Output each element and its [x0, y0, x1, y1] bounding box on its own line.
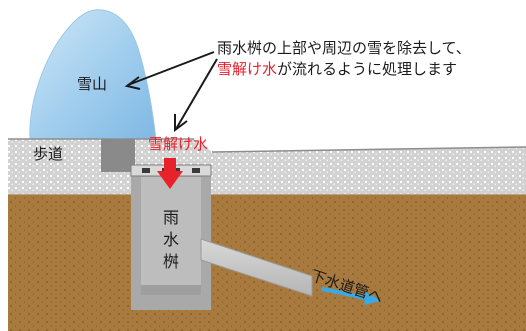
caption-line-2: が流れるように処理します: [277, 60, 458, 78]
callout-arrow-snow-mountain: [124, 51, 215, 90]
caption-highlight: 雪解け水: [217, 60, 278, 78]
drain-pipe: [200, 238, 313, 297]
label-snow-mountain: 雪山: [77, 75, 108, 93]
meltwater-arrow: [157, 158, 183, 189]
label-rain-inlet-char: 桝: [162, 252, 179, 271]
callout-arrow-inlet: [174, 58, 218, 132]
snow-mountain: [29, 9, 157, 141]
label-rain-inlet-char: 雨: [162, 208, 179, 227]
label-rain-inlet-char: 水: [162, 230, 179, 249]
caption: 雨水桝の上部や周辺の雪を除去して、 雪解け水が流れるように処理します: [217, 38, 471, 80]
flow-arrow: [321, 287, 381, 305]
label-sidewalk: 歩道: [33, 145, 64, 163]
curb: [101, 139, 135, 172]
caption-line-1: 雨水桝の上部や周辺の雪を除去して、: [217, 39, 471, 57]
label-meltwater: 雪解け水: [148, 135, 209, 153]
label-rain-inlet: 雨 水 桝: [161, 207, 181, 273]
